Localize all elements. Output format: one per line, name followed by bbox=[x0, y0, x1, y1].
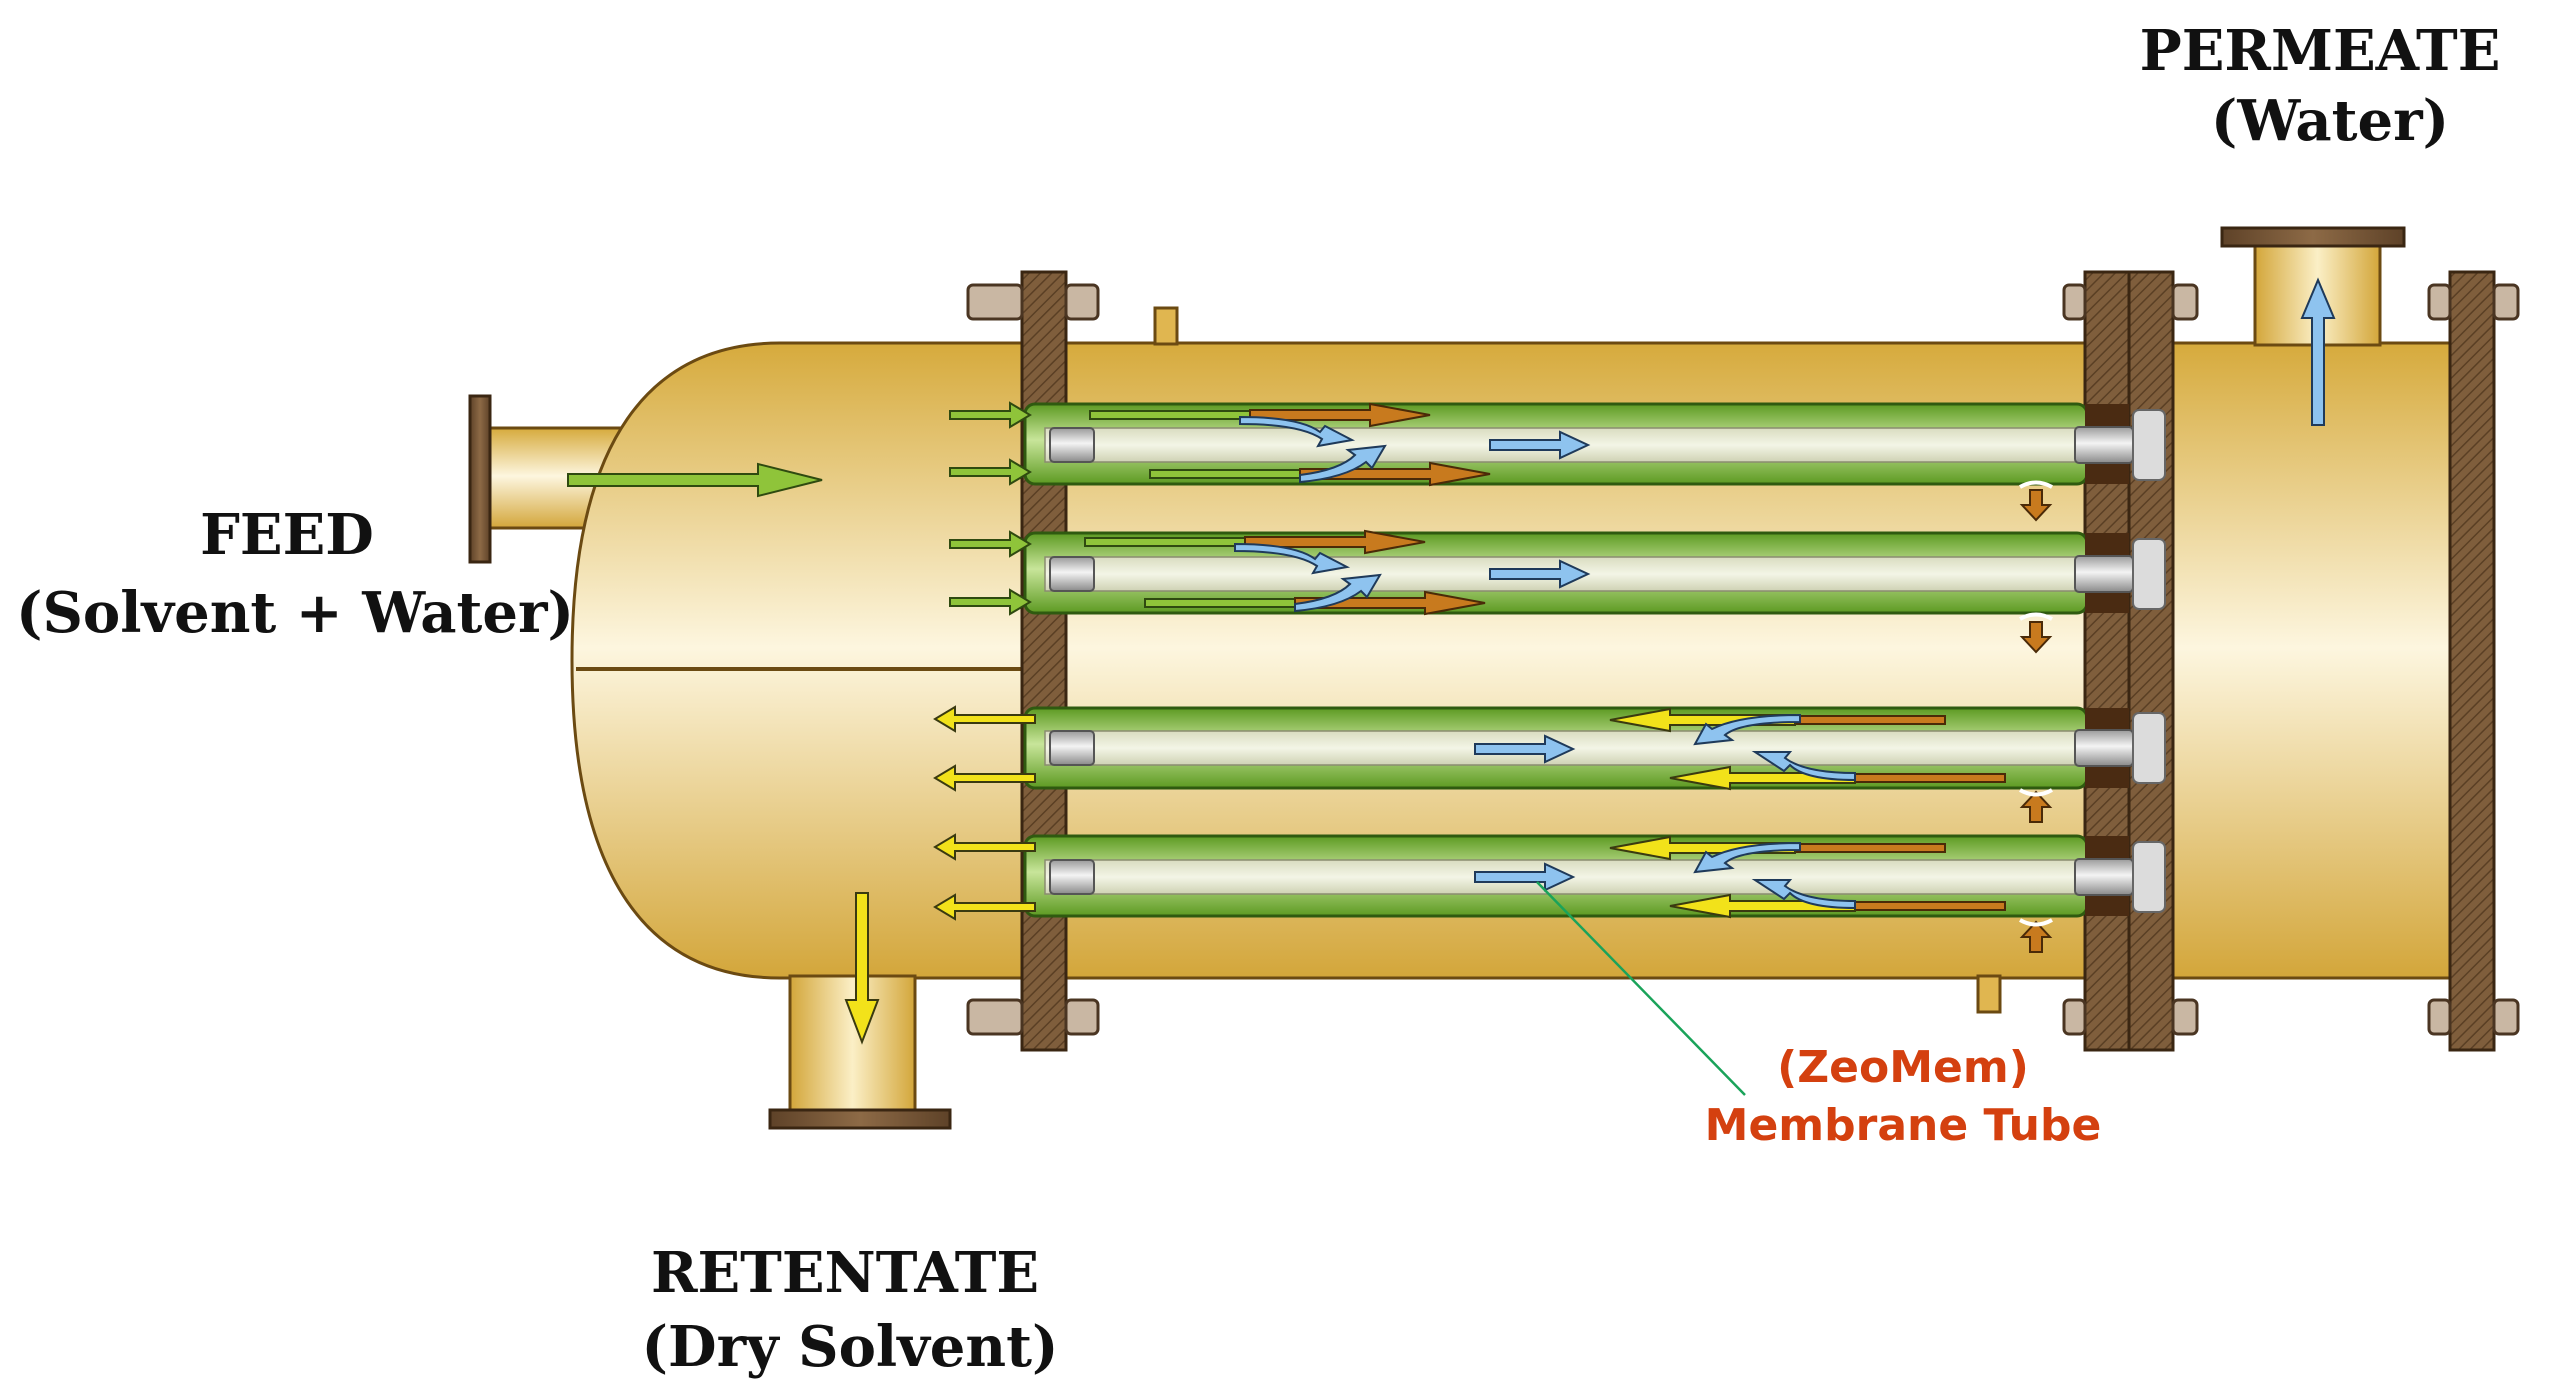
feed-inlet-arrows bbox=[949, 401, 1032, 616]
retentate-nozzle bbox=[788, 974, 917, 1113]
membrane-leader-line bbox=[1536, 881, 1746, 1096]
tubesheet-right bbox=[2083, 270, 2175, 1052]
shell-nub-top bbox=[1153, 306, 1179, 346]
feed-flow-arrow bbox=[567, 462, 823, 498]
water-exit-arrows bbox=[2019, 489, 2053, 953]
retentate-nozzle-flange bbox=[768, 1108, 952, 1130]
end-flange-right bbox=[2448, 270, 2496, 1052]
feed-nozzle-flange bbox=[468, 394, 492, 564]
shell-nub-bottom bbox=[1976, 974, 2002, 1014]
membrane-label-line1: (ZeoMem) bbox=[1777, 1042, 2029, 1093]
tube-flow-arrows-upper bbox=[1084, 402, 1591, 616]
permeate-flow-arrow bbox=[2300, 277, 2336, 426]
feed-subtitle: (Solvent + Water) bbox=[16, 580, 574, 646]
tube-flow-arrows-lower bbox=[1474, 707, 2006, 919]
permeate-title: PERMEATE bbox=[2140, 18, 2501, 84]
water-exit-caps bbox=[2019, 480, 2053, 927]
permeate-nozzle-flange bbox=[2220, 226, 2406, 248]
retentate-outlet-arrows bbox=[933, 705, 1036, 921]
feed-title: FEED bbox=[200, 502, 374, 568]
retentate-title: RETENTATE bbox=[651, 1240, 1039, 1306]
retentate-subtitle: (Dry Solvent) bbox=[642, 1314, 1059, 1380]
permeate-subtitle: (Water) bbox=[2211, 88, 2449, 154]
flange-bolts bbox=[966, 283, 2520, 1036]
membrane-label-line2: Membrane Tube bbox=[1705, 1100, 2102, 1151]
tubesheet-left bbox=[1020, 270, 1068, 1052]
retentate-flow-arrow bbox=[844, 892, 880, 1045]
